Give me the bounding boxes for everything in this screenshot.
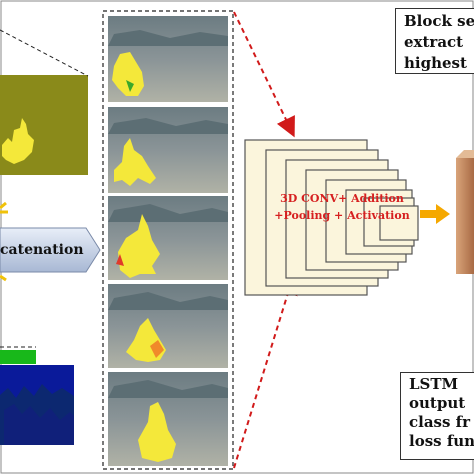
conv-operations-label: 3D CONV+ Addition +Pooling + Activation	[252, 190, 432, 224]
conv-label-line-1: 3D CONV+ Addition	[280, 192, 404, 205]
lstm-line-3: class fr	[409, 413, 471, 431]
fire-mask-shape	[2, 118, 34, 164]
video-frame-4	[108, 284, 228, 368]
lstm-line-4: loss fun	[409, 432, 474, 450]
conv-label-line-2: +Pooling + Activation	[274, 209, 410, 222]
video-frame-5	[108, 372, 228, 466]
lstm-box: LSTM output class fr loss fun	[400, 372, 474, 460]
concatenation-arrow	[0, 227, 101, 273]
frames-container	[102, 10, 234, 470]
glint-mark-1	[0, 201, 8, 214]
glint-mark-2	[0, 274, 7, 282]
video-frame-3	[108, 196, 228, 280]
block-select-line-1: Block se	[404, 12, 474, 30]
block-select-box: Block se extract highest	[395, 8, 474, 74]
lstm-line-1: LSTM	[409, 375, 459, 393]
video-frame-2	[108, 107, 228, 193]
concatenation-label: catenation	[0, 242, 84, 258]
output-block	[456, 150, 474, 274]
block-select-line-2: extract	[404, 33, 464, 51]
red-arrow-bottom	[233, 274, 298, 469]
fire-mask-panel	[0, 75, 88, 175]
blue-segmentation-panel	[0, 350, 74, 445]
conv-layer-stack	[244, 139, 419, 296]
red-arrow-top	[233, 11, 295, 138]
lstm-line-2: output	[409, 394, 466, 412]
orange-arrow	[420, 204, 450, 224]
block-select-line-3: highest	[404, 54, 467, 72]
video-frame-1	[108, 16, 228, 102]
green-bar	[0, 350, 36, 364]
zoom-line-top	[0, 29, 89, 77]
